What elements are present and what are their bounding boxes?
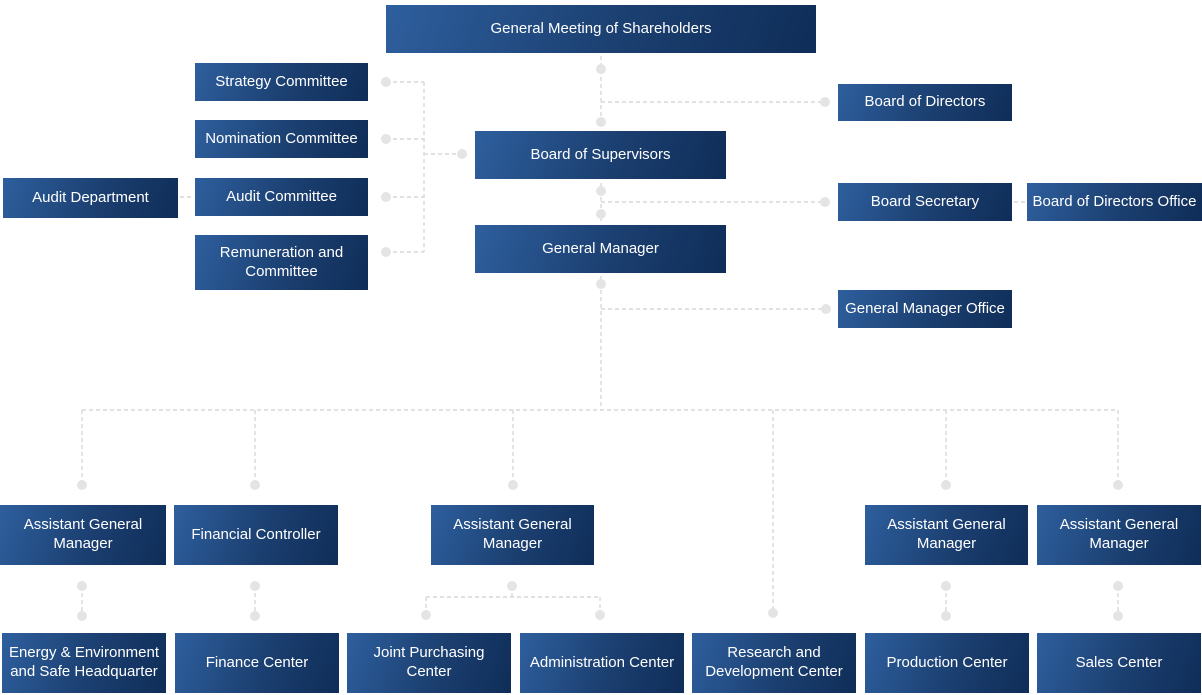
org-node-label: Strategy Committee (215, 72, 348, 90)
org-node-label: Board of Supervisors (530, 145, 671, 163)
org-node-board-of-directors-office: Board of Directors Office (1027, 183, 1202, 221)
org-node-assistant-general-manager-4: Assistant General Manager (1037, 505, 1201, 565)
org-node-assistant-general-manager-2: Assistant General Manager (431, 505, 594, 565)
org-node-label: Board of Directors (864, 93, 986, 111)
org-node-label: Joint Purchasing Center (373, 644, 485, 680)
org-node-label: Board of Directors Office (1032, 192, 1197, 210)
org-node-production-center: Production Center (865, 633, 1029, 693)
org-node-audit-committee: Audit Committee (195, 178, 368, 216)
org-node-sales-center: Sales Center (1037, 633, 1201, 693)
org-node-board-secretary: Board Secretary (838, 183, 1012, 221)
org-node-label: Assistant General Manager (1059, 516, 1179, 552)
org-node-label: Energy & Environment and Safe Headquarte… (8, 644, 160, 680)
org-node-financial-controller: Financial Controller (174, 505, 338, 565)
org-node-general-manager-office: General Manager Office (838, 290, 1012, 328)
org-node-label: Assistant General Manager (887, 516, 1006, 552)
org-node-label: Audit Committee (226, 187, 337, 205)
org-node-energy-environment-safe-headquarter: Energy & Environment and Safe Headquarte… (2, 633, 166, 693)
org-node-label: General Manager (542, 239, 659, 257)
org-node-label: Production Center (886, 653, 1008, 671)
org-node-audit-department: Audit Department (3, 178, 178, 218)
org-node-assistant-general-manager-3: Assistant General Manager (865, 505, 1028, 565)
org-node-finance-center: Finance Center (175, 633, 339, 693)
org-node-administration-center: Administration Center (520, 633, 684, 693)
org-node-label: General Meeting of Shareholders (490, 19, 712, 37)
org-node-research-and-development-center: Research and Development Center (692, 633, 856, 693)
org-node-remuneration-committee: Remuneration and Committee (195, 235, 368, 290)
org-node-label: Administration Center (529, 653, 675, 671)
org-node-board-of-directors: Board of Directors (838, 84, 1012, 121)
org-node-joint-purchasing-center: Joint Purchasing Center (347, 633, 511, 693)
org-node-general-manager: General Manager (475, 225, 726, 273)
org-node-board-of-supervisors: Board of Supervisors (475, 131, 726, 179)
org-node-label: Remuneration and Committee (219, 243, 344, 280)
org-node-strategy-committee: Strategy Committee (195, 63, 368, 101)
org-node-label: Financial Controller (191, 525, 321, 543)
org-node-label: Sales Center (1075, 653, 1163, 671)
org-node-label: Assistant General Manager (23, 516, 143, 552)
org-node-label: Research and Development Center (705, 644, 843, 680)
org-node-assistant-general-manager-1: Assistant General Manager (0, 505, 166, 565)
org-node-nomination-committee: Nomination Committee (195, 120, 368, 158)
org-node-label: General Manager Office (845, 299, 1005, 317)
org-node-label: Audit Department (32, 188, 149, 206)
org-node-label: Nomination Committee (205, 129, 358, 147)
org-node-general-meeting-of-shareholders: General Meeting of Shareholders (386, 5, 816, 53)
org-node-label: Finance Center (205, 653, 309, 671)
org-node-label: Assistant General Manager (453, 516, 572, 552)
org-node-label: Board Secretary (870, 192, 980, 210)
